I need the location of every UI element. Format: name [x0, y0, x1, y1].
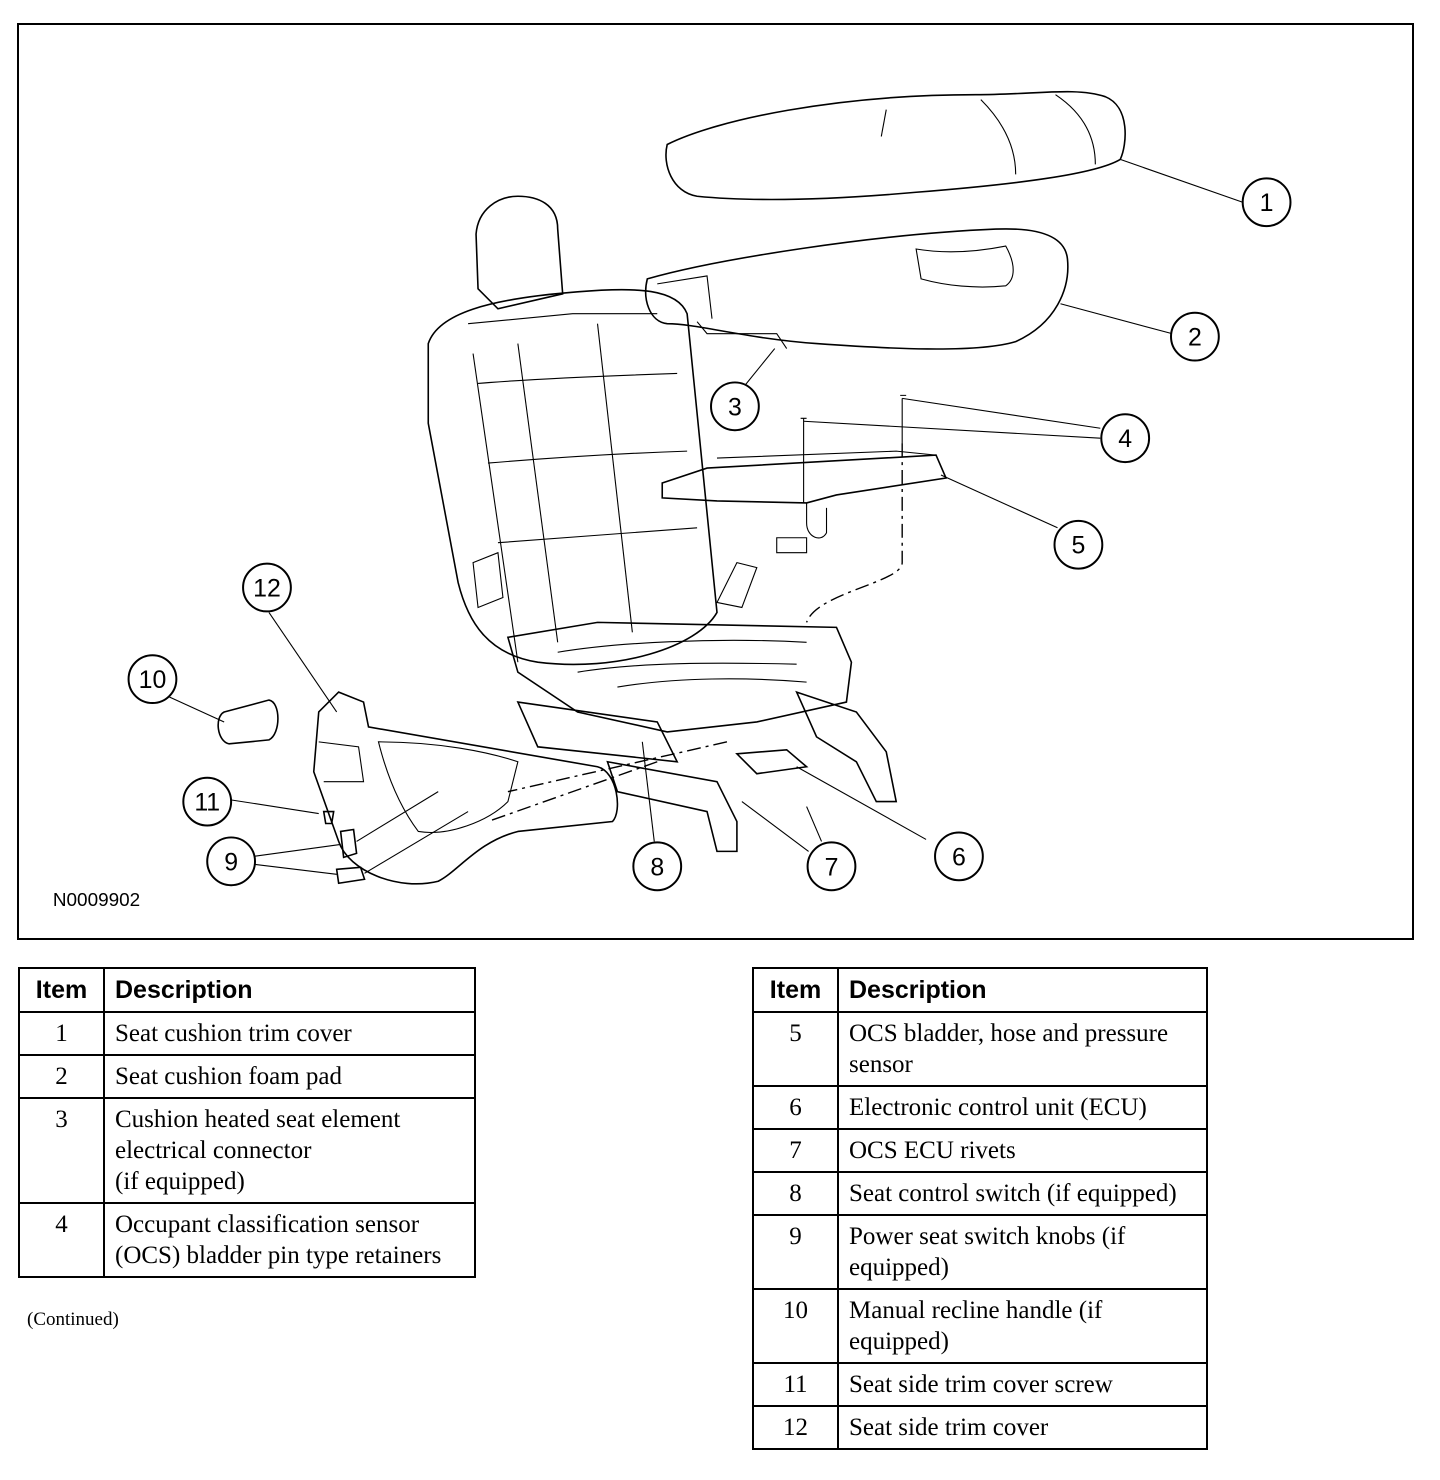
parts-table-right: Item Description 5 OCS bladder, hose and…: [752, 967, 1208, 1450]
callout-5: 5: [1053, 519, 1104, 570]
seat-exploded-diagram: 1 2 3 4 5 6 7 8 9 10 11 12 N0009902: [17, 23, 1414, 940]
ocs-bladder-drawing: [661, 398, 948, 554]
item-number: 6: [752, 1085, 839, 1130]
seat-cushion-foam-pad-drawing: [644, 228, 1069, 350]
switch-knob-lower-drawing: [335, 866, 366, 885]
item-description: Seat side trim cover screw: [837, 1362, 1208, 1407]
item-number: 2: [18, 1054, 105, 1099]
callout-6: 6: [934, 831, 984, 882]
item-number: 11: [752, 1362, 839, 1407]
table-row: 7 OCS ECU rivets: [752, 1128, 1208, 1173]
header-description: Description: [103, 967, 476, 1013]
item-number: 3: [18, 1097, 105, 1204]
header-description: Description: [837, 967, 1208, 1013]
item-description: OCS ECU rivets: [837, 1128, 1208, 1173]
callout-1: 1: [1241, 177, 1292, 228]
table-row: 10 Manual recline handle (if equipped): [752, 1288, 1208, 1364]
svg-text:7: 7: [825, 853, 839, 881]
item-number: 12: [752, 1405, 839, 1450]
leader-lines: [169, 158, 1243, 875]
table-row: 9 Power seat switch knobs (if equipped): [752, 1214, 1208, 1290]
table-row: 8 Seat control switch (if equipped): [752, 1171, 1208, 1216]
item-description: Seat cushion foam pad: [103, 1054, 476, 1099]
table-row: 2 Seat cushion foam pad: [18, 1054, 476, 1099]
table-header-row: Item Description: [752, 967, 1208, 1013]
table-row: 11 Seat side trim cover screw: [752, 1362, 1208, 1407]
header-item: Item: [18, 967, 105, 1013]
figure-id: N0009902: [53, 890, 140, 911]
table-row: 4 Occupant classification sensor (OCS) b…: [18, 1202, 476, 1278]
table-header-row: Item Description: [18, 967, 476, 1013]
item-number: 7: [752, 1128, 839, 1173]
trim-cover-screw-drawing: [322, 810, 335, 825]
recline-handle-drawing: [217, 699, 279, 745]
callout-12: 12: [242, 562, 292, 613]
item-number: 1: [18, 1011, 105, 1056]
seat-cushion-trim-cover-drawing: [665, 90, 1126, 201]
item-description: Seat side trim cover: [837, 1405, 1208, 1450]
seat-back-drawing: [427, 195, 718, 666]
item-description: Power seat switch knobs (if equipped): [837, 1214, 1208, 1290]
item-description: Manual recline handle (if equipped): [837, 1288, 1208, 1364]
callout-7: 7: [806, 841, 857, 892]
item-number: 9: [752, 1214, 839, 1290]
switch-knob-upper-drawing: [339, 828, 358, 859]
callout-3: 3: [710, 381, 760, 432]
item-number: 10: [752, 1288, 839, 1364]
callout-4: 4: [1100, 413, 1151, 464]
callout-10: 10: [127, 654, 178, 705]
ocs-pins-drawing: [800, 394, 907, 419]
svg-text:4: 4: [1118, 425, 1132, 453]
seat-frame-drawing: [487, 443, 903, 853]
header-item: Item: [752, 967, 839, 1013]
svg-text:6: 6: [952, 843, 966, 871]
callout-8: 8: [632, 841, 683, 892]
parts-table-left: Item Description 1 Seat cushion trim cov…: [18, 967, 476, 1278]
item-description: OCS bladder, hose and pressure sensor: [837, 1011, 1208, 1087]
table-row: 6 Electronic control unit (ECU): [752, 1085, 1208, 1130]
svg-text:2: 2: [1188, 324, 1202, 352]
seat-side-trim-cover-drawing: [312, 691, 619, 885]
item-description: Cushion heated seat element electrical c…: [103, 1097, 476, 1204]
item-description: Occupant classification sensor (OCS) bla…: [103, 1202, 476, 1278]
svg-text:12: 12: [253, 575, 281, 603]
item-description: Seat cushion trim cover: [103, 1011, 476, 1056]
item-description: Electronic control unit (ECU): [837, 1085, 1208, 1130]
item-number: 5: [752, 1011, 839, 1087]
svg-text:9: 9: [224, 848, 238, 876]
table-row: 12 Seat side trim cover: [752, 1405, 1208, 1450]
svg-text:11: 11: [194, 789, 220, 817]
svg-text:10: 10: [139, 666, 167, 694]
callout-9: 9: [206, 836, 257, 887]
callout-11: 11: [182, 776, 233, 827]
svg-text:3: 3: [728, 393, 742, 421]
ecu-drawing: [735, 749, 809, 775]
svg-text:8: 8: [650, 853, 664, 881]
item-description: Seat control switch (if equipped): [837, 1171, 1208, 1216]
continued-note: (Continued): [27, 1309, 119, 1330]
svg-text:1: 1: [1260, 189, 1274, 217]
item-number: 4: [18, 1202, 105, 1278]
diagram-canvas: 1 2 3 4 5 6 7 8 9 10 11 12 N0009902: [53, 90, 1292, 911]
item-number: 8: [752, 1171, 839, 1216]
svg-text:5: 5: [1071, 532, 1085, 560]
callout-2: 2: [1170, 311, 1220, 362]
table-row: 3 Cushion heated seat element electrical…: [18, 1097, 476, 1204]
table-row: 5 OCS bladder, hose and pressure sensor: [752, 1011, 1208, 1087]
table-row: 1 Seat cushion trim cover: [18, 1011, 476, 1056]
